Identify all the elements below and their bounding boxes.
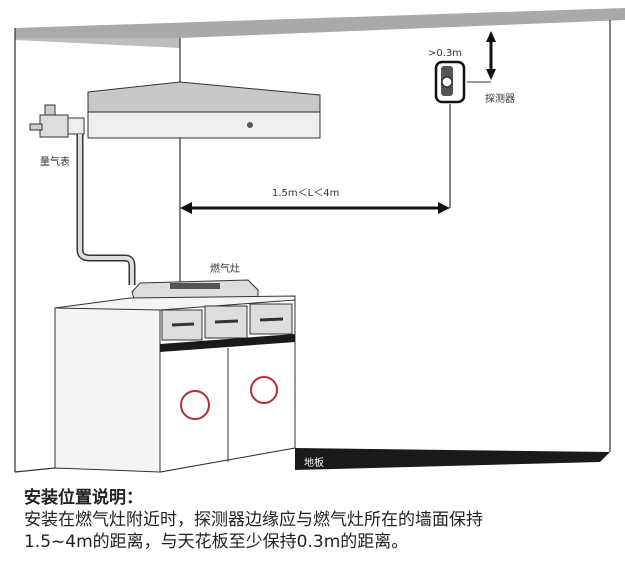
floor — [295, 448, 610, 470]
distance-arrow — [180, 202, 450, 214]
caption-line-2: 1.5~4m的距离，与天花板至少保持0.3m的距离。 — [24, 532, 409, 552]
ceiling — [15, 8, 625, 38]
detector-height-label: >0.3m — [428, 48, 462, 59]
distance-label: 1.5m＜L＜4m — [272, 188, 339, 199]
door-circle-left — [180, 390, 210, 420]
stove-label: 燃气灶 — [210, 262, 240, 275]
detector-icon — [434, 60, 466, 104]
caption-line-1: 安装在燃气灶附近时，探测器边缘应与燃气灶所在的墙面保持 — [24, 510, 483, 530]
installation-caption: 安装位置说明： 安装在燃气灶附近时，探测器边缘应与燃气灶所在的墙面保持 1.5~… — [24, 487, 624, 553]
gas-meter-label: 量气表 — [40, 155, 70, 168]
ceiling-distance-arrow — [467, 31, 496, 83]
door-circle-right — [250, 376, 278, 404]
cabinet — [54, 295, 296, 473]
detector-label: 探测器 — [485, 92, 515, 105]
floor-label: 地板 — [304, 456, 324, 469]
caption-title: 安装位置说明： — [24, 488, 143, 508]
gas-pipe — [76, 134, 136, 285]
range-hood — [87, 81, 321, 139]
gas-meter-icon — [29, 104, 85, 138]
